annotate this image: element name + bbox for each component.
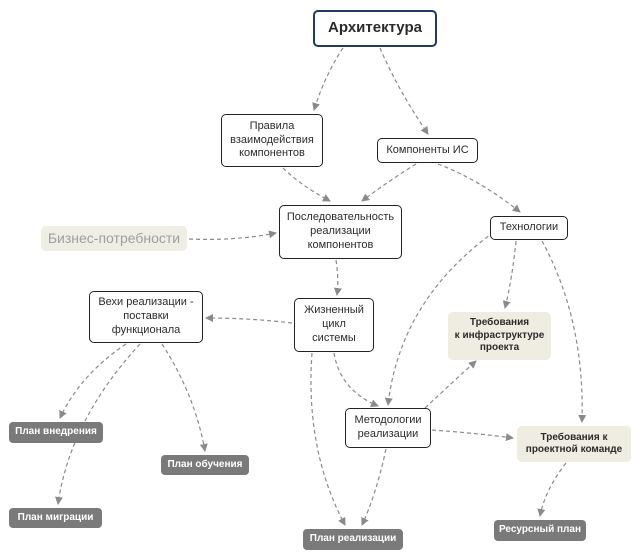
edge-milestones-to-deployment-plan (59, 343, 127, 419)
node-lifecycle[interactable]: Жизненный цикл системы (294, 298, 374, 352)
edge-technologies-to-team-requirements (541, 240, 587, 423)
edge-implementation-sequence-to-lifecycle (333, 259, 342, 296)
edge-technologies-to-methodologies (384, 231, 495, 406)
node-interaction-rules[interactable]: Правила взаимодействия компонентов (221, 114, 323, 167)
node-training-plan[interactable]: План обучения (161, 455, 249, 475)
node-team-requirements[interactable]: Требования к проектной команде (517, 426, 631, 462)
edge-technologies-to-infra-requirements (502, 240, 517, 309)
edge-methodologies-to-implementation-plan (361, 448, 387, 526)
edge-methodologies-to-team-requirements (431, 429, 514, 442)
node-technologies[interactable]: Технологии (490, 216, 568, 240)
edge-interaction-rules-to-implementation-sequence (282, 167, 331, 202)
node-is-components[interactable]: Компоненты ИС (377, 138, 478, 163)
node-implementation-sequence[interactable]: Последовательность реализации компоненто… (279, 205, 402, 259)
edge-methodologies-to-infra-requirements (424, 360, 477, 409)
edge-business-needs-to-implementation-sequence (188, 230, 277, 240)
edge-lifecycle-to-milestones (205, 314, 293, 324)
edge-lifecycle-to-implementation-plan (310, 352, 346, 526)
node-resource-plan[interactable]: Ресурсный план (494, 520, 586, 541)
edge-architecture-to-is-components (379, 47, 429, 135)
edge-milestones-to-migration-plan (55, 343, 141, 505)
edge-layer (55, 47, 587, 526)
node-architecture[interactable]: Архитектура (313, 10, 437, 47)
node-deployment-plan[interactable]: План внедрения (9, 422, 103, 443)
edge-team-requirements-to-resource-plan (537, 462, 567, 517)
edge-is-components-to-implementation-sequence (361, 163, 417, 202)
edge-architecture-to-interaction-rules (312, 47, 344, 111)
edge-lifecycle-to-methodologies (333, 352, 379, 407)
edge-milestones-to-training-plan (161, 343, 208, 452)
node-methodologies[interactable]: Методологии реализации (345, 408, 431, 448)
node-business-needs[interactable]: Бизнес-потребности (41, 226, 187, 251)
edge-is-components-to-technologies (437, 163, 521, 213)
node-milestones[interactable]: Вехи реализации - поставки функционала (89, 291, 203, 343)
node-migration-plan[interactable]: План миграции (9, 508, 102, 528)
node-implementation-plan[interactable]: План реализации (303, 529, 403, 550)
node-infra-requirements[interactable]: Требования к инфраструктуре проекта (448, 312, 551, 360)
